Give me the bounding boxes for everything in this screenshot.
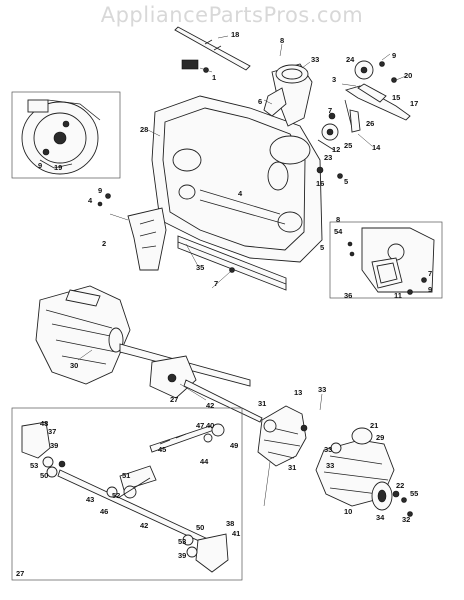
label-19: 19: [54, 163, 62, 172]
left-side-parts: [97, 193, 167, 271]
right-impeller: [315, 427, 413, 517]
label-44: 44: [200, 457, 209, 466]
label-50: 50: [40, 471, 48, 480]
label-21: 21: [370, 421, 378, 430]
label-43: 43: [86, 495, 94, 504]
inset-gearbox: [11, 407, 243, 581]
label-9d: 9: [428, 285, 432, 294]
label-5: 5: [344, 177, 348, 186]
label-29: 29: [376, 433, 384, 442]
label-3: 3: [332, 75, 336, 84]
label-6: 6: [258, 97, 262, 106]
label-35: 35: [196, 263, 204, 272]
label-42b: 42: [140, 521, 148, 530]
scraper-bar: [177, 235, 287, 291]
label-33b: 33: [318, 385, 326, 394]
label-9: 9: [392, 51, 396, 60]
label-30: 30: [70, 361, 78, 370]
label-4b: 4: [238, 189, 243, 198]
label-34: 34: [376, 513, 385, 522]
discharge-chute: [263, 63, 313, 127]
label-55: 55: [410, 489, 418, 498]
label-36: 36: [344, 291, 352, 300]
label-27: 27: [170, 395, 178, 404]
label-47: 47: [196, 421, 204, 430]
label-48: 48: [40, 419, 48, 428]
label-22: 22: [396, 481, 404, 490]
label-11: 11: [394, 291, 402, 300]
label-53b: 53: [178, 537, 186, 546]
inset-belt-cover: [329, 221, 443, 299]
label-33d: 33: [326, 461, 334, 470]
label-15: 15: [392, 93, 400, 102]
label-41: 41: [232, 529, 240, 538]
label-4: 4: [88, 196, 93, 205]
label-8b: 8: [336, 215, 340, 224]
label-20: 20: [404, 71, 412, 80]
label-7b: 7: [214, 279, 218, 288]
label-7c: 7: [428, 269, 432, 278]
label-9c: 9: [98, 186, 102, 195]
label-8: 8: [280, 36, 284, 45]
right-auger-section: [257, 405, 308, 467]
label-53: 53: [30, 461, 38, 470]
label-9b: 9: [38, 161, 42, 170]
label-31b: 31: [288, 463, 296, 472]
label-39b: 39: [178, 551, 186, 560]
label-54: 54: [334, 227, 343, 236]
label-25: 25: [344, 141, 352, 150]
label-40: 40: [206, 421, 214, 430]
label-45: 45: [158, 445, 166, 454]
label-49: 49: [230, 441, 238, 450]
watermark-logo: AppliancePartsPros.com: [101, 3, 364, 27]
label-17: 17: [410, 99, 418, 108]
label-33: 33: [311, 55, 319, 64]
label-26: 26: [366, 119, 374, 128]
auger-assembly: [35, 285, 263, 423]
label-37: 37: [48, 427, 56, 436]
label-23: 23: [324, 153, 332, 162]
label-46: 46: [100, 507, 108, 516]
label-5b: 5: [320, 243, 324, 252]
label-12: 12: [332, 145, 340, 154]
label-28: 28: [140, 125, 148, 134]
label-38: 38: [226, 519, 234, 528]
label-51: 51: [122, 471, 130, 480]
label-52: 52: [112, 491, 120, 500]
part-labels: 18 1 8 33 9 24 3 20 15 17 6 7 26 28 12 2…: [16, 30, 432, 578]
leader-lines: [77, 35, 407, 507]
label-2: 2: [102, 239, 106, 248]
label-27b: 27: [16, 569, 24, 578]
label-14: 14: [372, 143, 381, 152]
label-18: 18: [231, 30, 239, 39]
chute-linkage: [316, 60, 411, 179]
label-33c: 33: [324, 445, 332, 454]
label-32: 32: [402, 515, 410, 524]
label-7: 7: [328, 106, 332, 115]
label-1: 1: [212, 73, 216, 82]
label-39: 39: [50, 441, 58, 450]
label-16: 16: [316, 179, 324, 188]
inset-impeller-detail: [11, 91, 121, 179]
label-31: 31: [258, 399, 266, 408]
label-10: 10: [344, 507, 352, 516]
label-24: 24: [346, 55, 355, 64]
auger-housing: [151, 95, 323, 263]
label-42: 42: [206, 401, 214, 410]
label-50b: 50: [196, 523, 204, 532]
label-13: 13: [294, 388, 302, 397]
